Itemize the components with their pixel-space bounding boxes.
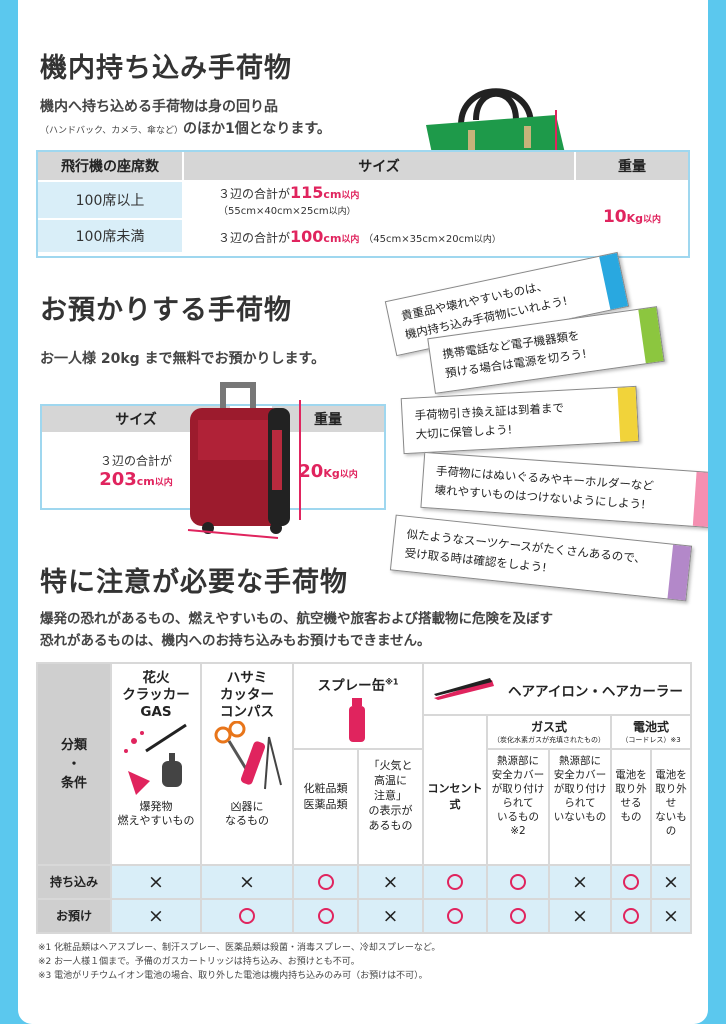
- carry-mark-6: ×: [550, 866, 610, 898]
- spray-can-icon: [349, 698, 365, 742]
- allowed-mark: [510, 908, 526, 924]
- allowed-mark: [510, 874, 526, 890]
- note-claim-tag: 手荷物引き換え証は到着まで大切に保管しよう!: [400, 385, 640, 455]
- check-mark-4: [424, 900, 486, 932]
- allowed-mark: [239, 908, 255, 924]
- checked-baggage-title: お預かりする手荷物: [36, 288, 298, 329]
- check-mark-2: [294, 900, 357, 932]
- carry-mark-8: ×: [652, 866, 690, 898]
- seats-under-100: 100席未満: [36, 218, 184, 254]
- note-keychains: 手荷物にはぬいぐるみやキーホルダーなど壊れやすいものはつけないようにしよう!: [420, 451, 708, 529]
- hair-iron-gas: ガス式 （炭化水素ガスが充填されたもの）: [488, 716, 610, 748]
- carry-on-description: 機内へ持ち込める手荷物は身の回り品 （ハンドバック、カメラ、傘など）のほか1個と…: [40, 99, 331, 137]
- suitcase-illustration: [187, 382, 301, 539]
- not-allowed-mark: ×: [382, 905, 399, 927]
- category-sharp-objects: ハサミ カッター コンパス 凶器に なるもの: [202, 664, 292, 864]
- carry-mark-0: ×: [112, 866, 200, 898]
- dangerous-goods-grid: 分類 ・ 条件 花火 クラッカー GAS 爆発物 燃えやすいもの ハサミ カッタ…: [36, 662, 692, 934]
- check-mark-8: ×: [652, 900, 690, 932]
- carry-mark-5: [488, 866, 548, 898]
- allowed-mark: [623, 874, 639, 890]
- gas-with-cover: 熱源部に 安全カバー が取り付け られて いるもの ※2: [488, 750, 548, 864]
- classification-label: 分類 ・ 条件: [38, 664, 110, 864]
- carry-mark-1: ×: [202, 866, 292, 898]
- not-allowed-mark: ×: [239, 871, 255, 893]
- allowed-mark: [317, 874, 334, 890]
- check-mark-7: [612, 900, 650, 932]
- battery-removable: 電池を 取り外せる もの: [612, 750, 650, 864]
- allowed-mark: [317, 908, 334, 924]
- carry-on-weight: 10Kg以内: [574, 180, 690, 254]
- check-mark-1: [202, 900, 292, 932]
- carry-mark-3: ×: [359, 866, 422, 898]
- checked-baggage-description: お一人様 20kg まで無料でお預かりします。: [40, 351, 326, 367]
- carry-mark-7: [612, 866, 650, 898]
- seats-header: 飛行機の座席数: [36, 150, 184, 182]
- spray-flammable: 「火気と 高温に 注意」 の表示が あるもの: [359, 750, 422, 864]
- size-100-plus: ３辺の合計が115cm以内 （55cm×40cm×25cm以内）: [182, 180, 576, 220]
- category-hair-iron: ヘアアイロン・ヘアカーラー: [424, 664, 690, 714]
- gas-without-cover: 熱源部に 安全カバー が取り付け られて いないもの: [550, 750, 610, 864]
- allowed-mark: [447, 874, 463, 890]
- page: 機内持ち込み手荷物 機内へ持ち込める手荷物は身の回り品 （ハンドバック、カメラ、…: [18, 0, 708, 1024]
- not-allowed-mark: ×: [572, 905, 588, 927]
- carry-on-title: 機内持ち込み手荷物: [36, 46, 298, 87]
- dangerous-goods-title: 特に注意が必要な手荷物: [36, 560, 354, 601]
- not-allowed-mark: ×: [148, 871, 164, 893]
- size-under-100: ３辺の合計が100cm以内 （45cm×35cm×20cm以内）: [182, 218, 576, 254]
- row-checked: お預け: [38, 900, 110, 932]
- not-allowed-mark: ×: [663, 871, 679, 893]
- hair-iron-outlet: コンセント 式: [424, 716, 486, 864]
- row-carry-on: 持ち込み: [38, 866, 110, 898]
- carry-on-table: 飛行機の座席数 サイズ 重量 100席以上 ３辺の合計が115cm以内 （55c…: [36, 150, 690, 254]
- check-mark-6: ×: [550, 900, 610, 932]
- not-allowed-mark: ×: [663, 905, 679, 927]
- check-mark-0: ×: [112, 900, 200, 932]
- spray-cosmetics: 化粧品類 医薬品類: [294, 750, 357, 864]
- hair-iron-icon: [434, 678, 494, 700]
- size-header: サイズ: [182, 150, 576, 182]
- carry-mark-2: [294, 866, 357, 898]
- not-allowed-mark: ×: [382, 871, 399, 893]
- footnote-1: ※1 化粧品類はヘアスプレー、制汗スプレー、医薬品類は殺菌・消毒スプレー、冷却ス…: [38, 943, 441, 953]
- not-allowed-mark: ×: [572, 871, 588, 893]
- carry-mark-4: [424, 866, 486, 898]
- hair-iron-battery: 電池式 （コードレス）※3: [612, 716, 690, 748]
- allowed-mark: [447, 908, 463, 924]
- footnote-3: ※3 電池がリチウムイオン電池の場合、取り外した電池は機内持ち込みのみ可（お預け…: [38, 971, 428, 981]
- allowed-mark: [623, 908, 639, 924]
- not-allowed-mark: ×: [148, 905, 164, 927]
- seats-100-plus: 100席以上: [36, 180, 184, 220]
- check-mark-5: [488, 900, 548, 932]
- weight-header: 重量: [574, 150, 690, 182]
- category-fireworks: 花火 クラッカー GAS 爆発物 燃えやすいもの: [112, 664, 200, 864]
- dangerous-goods-description: 爆発の恐れがあるもの、燃えやすいもの、航空機や旅客および搭載物に危険を及ぼす 恐…: [40, 611, 553, 649]
- footnote-2: ※2 お一人様１個まで。予備のガスカートリッジは持ち込み、お預けとも不可。: [38, 957, 360, 967]
- note-similar-suitcase: 似たようなスーツケースがたくさんあるので、受け取る時は確認をしよう!: [389, 514, 693, 602]
- scissors-cutter-icon: [214, 720, 282, 790]
- check-mark-3: ×: [359, 900, 422, 932]
- category-spray: スプレー缶※1: [294, 664, 422, 748]
- battery-non-removable: 電池を 取り外せ ないもの: [652, 750, 690, 864]
- fireworks-gas-icon: [124, 723, 187, 795]
